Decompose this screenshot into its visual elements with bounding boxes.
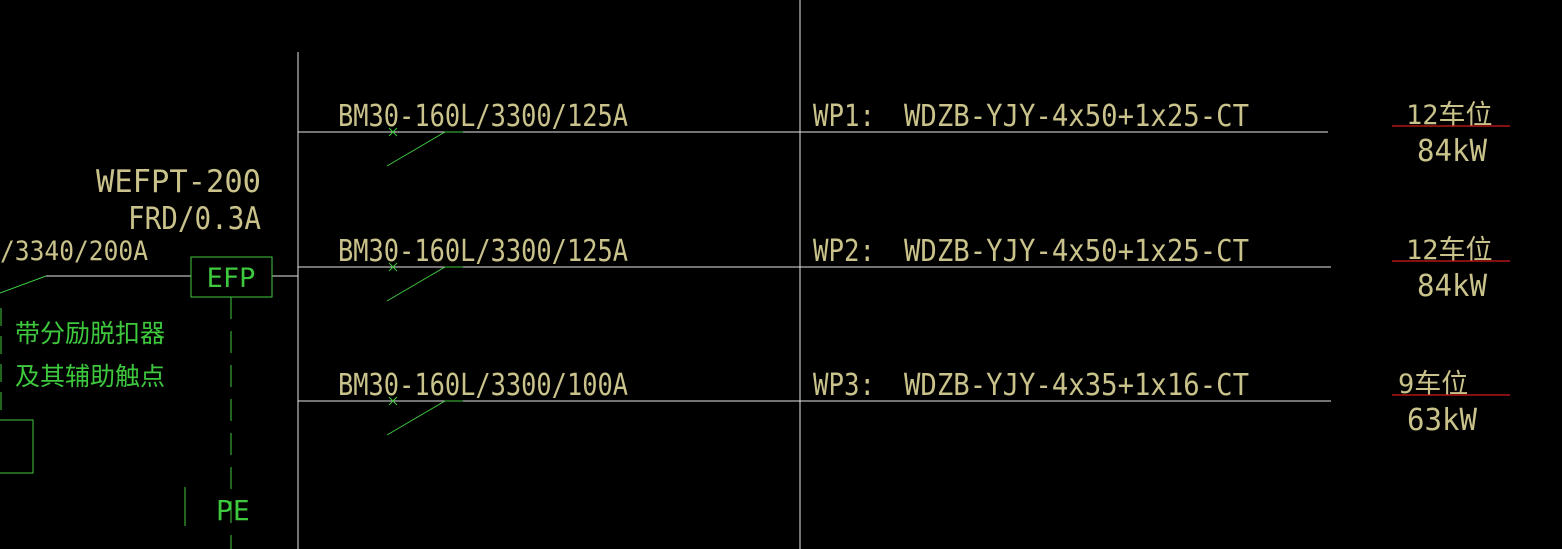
circuit-id-label: WP3: xyxy=(813,368,875,403)
circuit-row: BM30-160L/3300/125A WP2: WDZB-YJY-4x50+1x2… xyxy=(298,234,1510,304)
shunt-trip-leader xyxy=(0,275,47,294)
breaker-spec-label: BM30-160L/3300/100A xyxy=(338,368,628,403)
auxiliary-contact-box xyxy=(0,419,34,474)
breaker-switch-stroke xyxy=(386,400,463,436)
shunt-trip-note-line2: 及其辅助触点 xyxy=(15,362,165,391)
breaker-spec-label: BM30-160L/3300/125A xyxy=(338,234,628,269)
efp-model-label: WEFPT-200 xyxy=(96,164,261,200)
efp-rating-label: FRD/0.3A xyxy=(128,201,261,237)
efp-box-label: EFP xyxy=(207,263,256,294)
breaker-cross-mark xyxy=(388,127,398,137)
cable-spec-label: WDZB-YJY-4x50+1x25-CT xyxy=(904,234,1249,269)
load-power-label: 84kW xyxy=(1417,134,1488,169)
breaker-switch-stroke xyxy=(386,131,463,167)
cable-spec-label: WDZB-YJY-4x50+1x25-CT xyxy=(904,99,1249,134)
circuit-row: BM30-160L/3300/125A WP1: WDZB-YJY-4x50+1x2… xyxy=(298,99,1510,169)
pe-label: PE xyxy=(216,494,250,527)
breaker-cross-mark xyxy=(388,262,398,272)
main-breaker-spec: /3340/200A xyxy=(0,236,148,267)
breaker-spec-label: BM30-160L/3300/125A xyxy=(338,99,628,134)
cable-spec-label: WDZB-YJY-4x35+1x16-CT xyxy=(904,368,1249,403)
breaker-switch-stroke xyxy=(386,266,463,302)
shunt-trip-note-line1: 带分励脱扣器 xyxy=(15,319,165,348)
circuit-id-label: WP2: xyxy=(813,234,875,269)
load-power-label: 63kW xyxy=(1407,403,1478,438)
breaker-cross-mark xyxy=(388,396,398,406)
feeder-section: /3340/200A WEFPT-200 FRD/0.3A EFP 带分励脱扣器… xyxy=(0,164,298,549)
load-power-label: 84kW xyxy=(1417,269,1488,304)
outgoing-circuits: BM30-160L/3300/125A WP1: WDZB-YJY-4x50+1x2… xyxy=(298,99,1510,438)
circuit-row: BM30-160L/3300/100A WP3: WDZB-YJY-4x35+1x1… xyxy=(298,368,1510,438)
circuit-id-label: WP1: xyxy=(813,99,875,134)
